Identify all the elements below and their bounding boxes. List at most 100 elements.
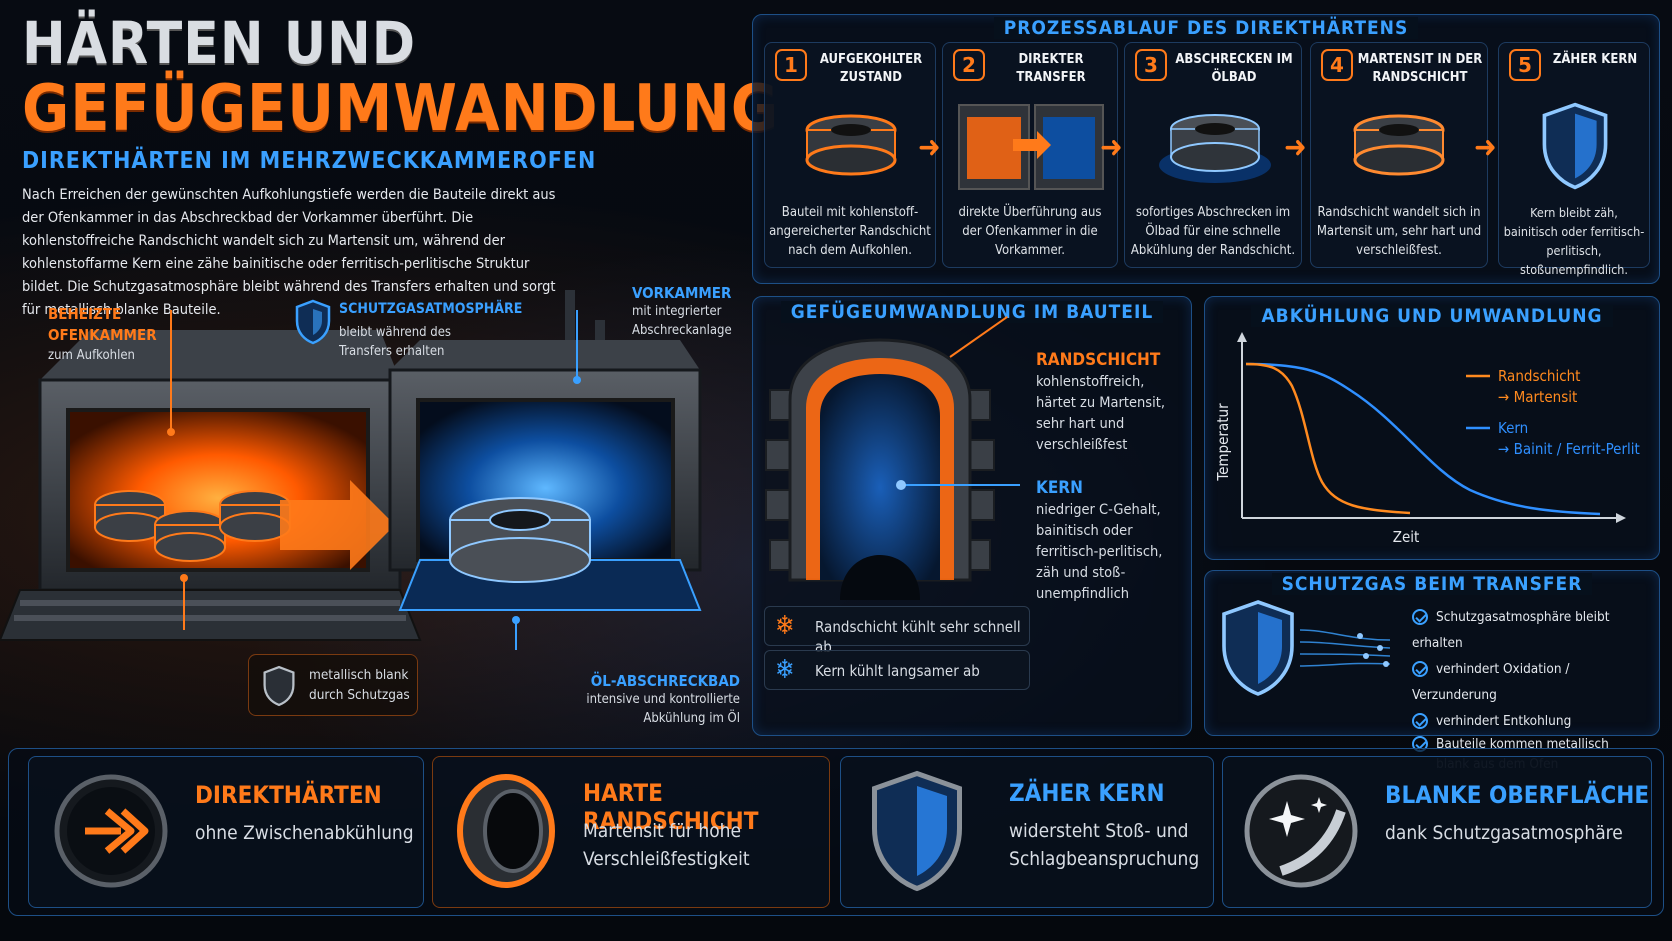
benefit-title: ZÄHER KERN	[1009, 779, 1165, 807]
oil-bath-label: ÖL-ABSCHRECKBAD intensive und kontrollie…	[560, 672, 740, 728]
benefit-hard-layer: HARTE RANDSCHICHT Martensit für hohe Ver…	[432, 756, 830, 908]
y-axis-arrow	[1237, 332, 1247, 342]
kern-desc: niedriger C-Gehalt, bainitisch oder ferr…	[1036, 502, 1163, 602]
step-number: 4	[1321, 49, 1353, 81]
shield-icon	[263, 665, 295, 707]
check-item-text: Schutzgasatmosphäre bleibt erhalten	[1412, 609, 1610, 651]
kern-curve	[1245, 362, 1601, 516]
title-line-2: GEFÜGEUMWANDLUNG	[22, 72, 780, 146]
cooling-chart: Temperatur Zeit Randschicht → Martensit …	[1214, 332, 1640, 546]
step-desc: sofortiges Abschrecken im Ölbad für eine…	[1130, 205, 1296, 258]
gas-desc: bleibt während des Transfers erhalten	[339, 325, 451, 359]
step-number: 2	[953, 49, 985, 81]
pre-chamber-title: VORKAMMER	[632, 284, 732, 302]
x-axis-arrow	[1616, 513, 1626, 523]
note-slow-cooling: ❄ Kern kühlt langsamer ab	[764, 650, 1030, 690]
shield-icon	[295, 299, 331, 345]
x-axis-label: Zeit	[1393, 528, 1420, 546]
benefit-desc: dank Schutzgasatmosphäre	[1385, 822, 1623, 844]
step-desc: Randschicht wandelt sich in Martensit um…	[1316, 205, 1482, 258]
benefit-desc: ohne Zwischenabkühlung	[195, 822, 414, 844]
check-icon	[1412, 609, 1428, 625]
transfer-icon	[958, 104, 1104, 190]
arrow-icon: ➜	[1284, 130, 1307, 165]
arrow-circle-icon	[54, 774, 168, 888]
gas-panel-title: SCHUTZGAS BEIM TRANSFER	[1271, 573, 1593, 595]
heated-chamber-desc: zum Aufkohlen	[48, 348, 135, 363]
arrow-icon: ➜	[1100, 130, 1123, 165]
step-5: 5 ZÄHER KERN Kern bleibt zäh, bainitisch…	[1498, 42, 1650, 277]
step-title: AUFGEKOHLTER ZUSTAND	[819, 52, 923, 85]
step-desc: Bauteil mit kohlenstoff-angereicherter R…	[769, 205, 931, 258]
note-fast-cooling: ❄ Randschicht kühlt sehr schnell ab	[764, 606, 1030, 656]
kern-title: KERN	[1036, 478, 1083, 498]
benefit-title: HARTE RANDSCHICHT	[583, 779, 759, 835]
oil-bath-title: ÖL-ABSCHRECKBAD	[590, 672, 740, 690]
check-item: verhindert Oxidation / Verzunderung	[1412, 656, 1652, 708]
pre-chamber-label: VORKAMMER mit integrierter Abschreckanla…	[632, 284, 752, 340]
benefit-title: DIREKTHÄRTEN	[195, 781, 382, 809]
oil-bath-desc: intensive und kontrollierte Abkühlung im…	[586, 692, 740, 726]
step-title: DIREKTER TRANSFER	[1016, 52, 1086, 85]
note-2: Kern kühlt langsamer ab	[815, 662, 980, 680]
legend-rand-line1: Randschicht	[1498, 367, 1580, 385]
heated-chamber-label: BEHEIZTE OFENKAMMER zum Aufkohlen	[48, 304, 198, 366]
ring-icon	[457, 774, 555, 888]
snowflake-icon: ❄	[775, 655, 795, 685]
check-icon	[1412, 713, 1428, 729]
rand-label: RANDSCHICHT kohlenstoffreich, härtet zu …	[1036, 350, 1186, 456]
gas-flow-icon	[1300, 629, 1391, 667]
check-item: verhindert Entkohlung	[1412, 708, 1652, 734]
shield-icon	[1222, 600, 1294, 696]
step-desc: Kern bleibt zäh, bainitisch oder ferriti…	[1503, 205, 1645, 277]
legend-rand-line2: → Martensit	[1498, 388, 1577, 406]
structure-title: GEFÜGEUMWANDLUNG IM BAUTEIL	[780, 301, 1164, 323]
furnace-illustration	[0, 290, 702, 650]
gear-icon	[805, 114, 897, 176]
rand-desc: kohlenstoffreich, härtet zu Martensit, s…	[1036, 374, 1165, 453]
kern-label: KERN niedriger C-Gehalt, bainitisch oder…	[1036, 478, 1186, 605]
cooling-title: ABKÜHLUNG UND UMWANDLUNG	[1251, 305, 1613, 327]
y-axis-label: Temperatur	[1214, 403, 1232, 482]
step-4: 4 MARTENSIT IN DER RANDSCHICHT Randschic…	[1310, 42, 1488, 268]
gas-title: SCHUTZGASATMOSPHÄRE	[339, 301, 523, 317]
cooling-panel: ABKÜHLUNG UND UMWANDLUNG	[1204, 296, 1660, 560]
core-marker	[896, 480, 906, 490]
step-1: 1 AUFGEKOHLTER ZUSTAND Bauteil mit kohle…	[764, 42, 936, 268]
legend-kern-line1: Kern	[1498, 419, 1528, 437]
check-item-text: verhindert Oxidation / Verzunderung	[1412, 661, 1570, 703]
benefit-title: BLANKE OBERFLÄCHE	[1385, 781, 1650, 809]
blank-badge: metallisch blank durch Schutzgas	[248, 654, 418, 716]
step-desc: direkte Überführung aus der Ofenkammer i…	[958, 205, 1102, 258]
heated-chamber-title: BEHEIZTE OFENKAMMER	[48, 305, 157, 344]
arrow-icon: ➜	[918, 130, 941, 165]
title-line-1: HÄRTEN UND	[22, 9, 417, 77]
callout-line	[900, 484, 1020, 486]
check-item: Schutzgasatmosphäre bleibt erhalten	[1412, 604, 1652, 656]
gear-cross-section	[765, 338, 995, 600]
step-number: 3	[1135, 49, 1167, 81]
benefit-direct: DIREKTHÄRTEN ohne Zwischenabkühlung	[28, 756, 424, 908]
sparkle-icon	[1244, 774, 1358, 888]
legend-kern-line2: → Bainit / Ferrit-Perlit	[1498, 440, 1640, 458]
rand-curve	[1245, 362, 1411, 515]
shield-icon	[1542, 102, 1608, 190]
page-title: HÄRTEN UND GEFÜGEUMWANDLUNG	[22, 9, 780, 146]
step-number: 5	[1509, 49, 1541, 81]
benefit-desc: Martensit für hohe Verschleißfestigkeit	[583, 820, 750, 870]
gear-icon	[1353, 114, 1445, 176]
check-item-text: verhindert Entkohlung	[1436, 713, 1572, 729]
benefit-desc: widersteht Stoß- und Schlagbeanspruchung	[1009, 820, 1200, 870]
step-title: MARTENSIT IN DER RANDSCHICHT	[1357, 52, 1483, 85]
step-2: 2 DIREKTER TRANSFER direkte Überführung …	[942, 42, 1118, 268]
arrow-icon: ➜	[1474, 130, 1497, 165]
step-title: ZÄHER KERN	[1552, 52, 1638, 67]
step-title: ABSCHRECKEN IM ÖLBAD	[1175, 52, 1293, 85]
quench-gear-icon	[1159, 114, 1271, 183]
benefit-tough-core: ZÄHER KERN widersteht Stoß- und Schlagbe…	[840, 756, 1214, 908]
step-number: 1	[775, 49, 807, 81]
step-3: 3 ABSCHRECKEN IM ÖLBAD sofortiges Abschr…	[1124, 42, 1302, 268]
process-title: PROZESSABLAUF DES DIREKTHÄRTENS	[993, 17, 1419, 39]
pre-chamber-desc: mit integrierter Abschreckanlage	[632, 304, 732, 338]
check-icon	[1412, 661, 1428, 677]
